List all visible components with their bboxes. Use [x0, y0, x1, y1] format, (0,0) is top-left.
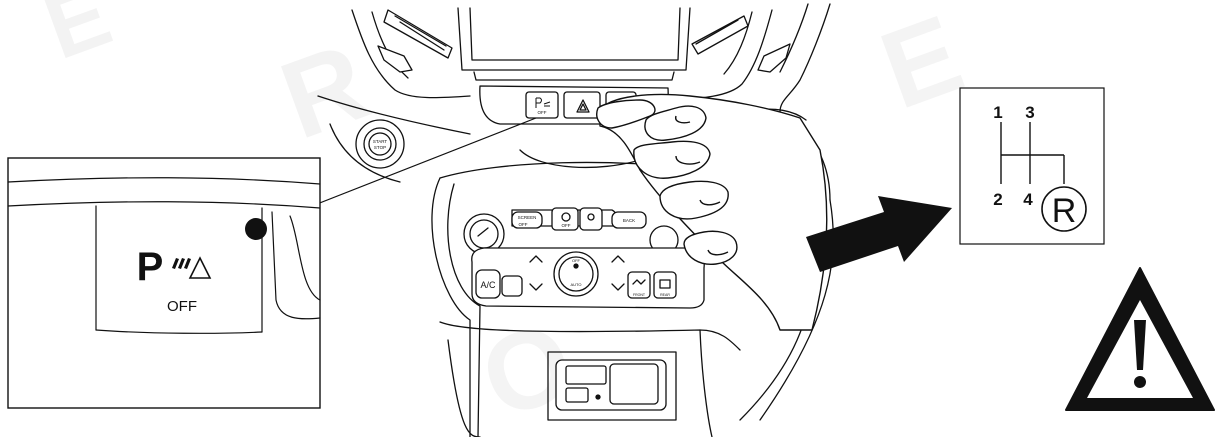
gear-label-1: 1: [993, 103, 1002, 122]
dash-auto-label: AUTO: [570, 282, 581, 287]
gear-label-2: 2: [993, 190, 1002, 209]
dash-rear-cam-label: BACK: [623, 218, 635, 223]
dash-stop-label: STOP: [374, 145, 386, 150]
svg-text:R: R: [266, 20, 383, 163]
dash-screen-label: SCREEN: [518, 215, 537, 220]
dash-auto-off-label: OFF: [562, 223, 571, 228]
warning-triangle-icon: [1066, 268, 1214, 410]
parking-off-label: OFF: [167, 298, 197, 315]
dash-screen-sub-label: OFF: [519, 222, 528, 227]
dash-rear-defrost-label: REAR: [660, 293, 670, 297]
dash-ac-label: A/C: [480, 280, 496, 290]
dash-front-defrost-label: FRONT: [633, 293, 646, 297]
parking-button-inset: [8, 158, 320, 408]
gear-label-4: 4: [1023, 190, 1033, 209]
gear-label-3: 3: [1025, 103, 1034, 122]
gear-shift-diagram: 1 3 2 4 R: [960, 88, 1104, 244]
callout-dot: [245, 218, 267, 240]
svg-text:E: E: [33, 0, 124, 79]
parking-symbol-letter: P: [137, 245, 164, 289]
gear-label-reverse: R: [1052, 192, 1077, 230]
arrow-icon: [806, 196, 952, 272]
dash-parking-button-label: OFF: [538, 110, 547, 115]
dash-climate-off-label: OFF: [572, 258, 581, 263]
dash-start-label: START: [373, 139, 388, 144]
